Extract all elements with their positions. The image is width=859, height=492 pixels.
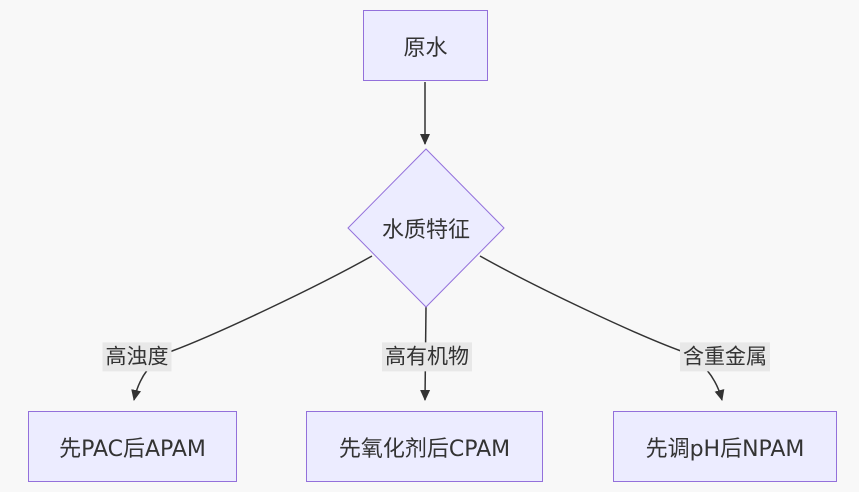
node-water-quality-label: 水质特征 [381, 218, 471, 243]
edge-label-high-organic: 高有机物 [382, 342, 472, 372]
edge-label-heavy-metal: 含重金属 [680, 342, 770, 372]
node-outcome-organic: 先氧化剂后CPAM [306, 411, 543, 482]
edge-label-high-turbidity: 高浊度 [102, 342, 172, 372]
node-outcome-metal: 先调pH后NPAM [613, 411, 837, 482]
decision-diamond-shape [347, 148, 505, 308]
node-outcome-turbidity: 先PAC后APAM [28, 411, 237, 482]
edge-decision-to-turbidity [131, 255, 373, 401]
edge-decision-to-metal [479, 255, 725, 401]
node-raw-water: 原水 [363, 10, 488, 81]
